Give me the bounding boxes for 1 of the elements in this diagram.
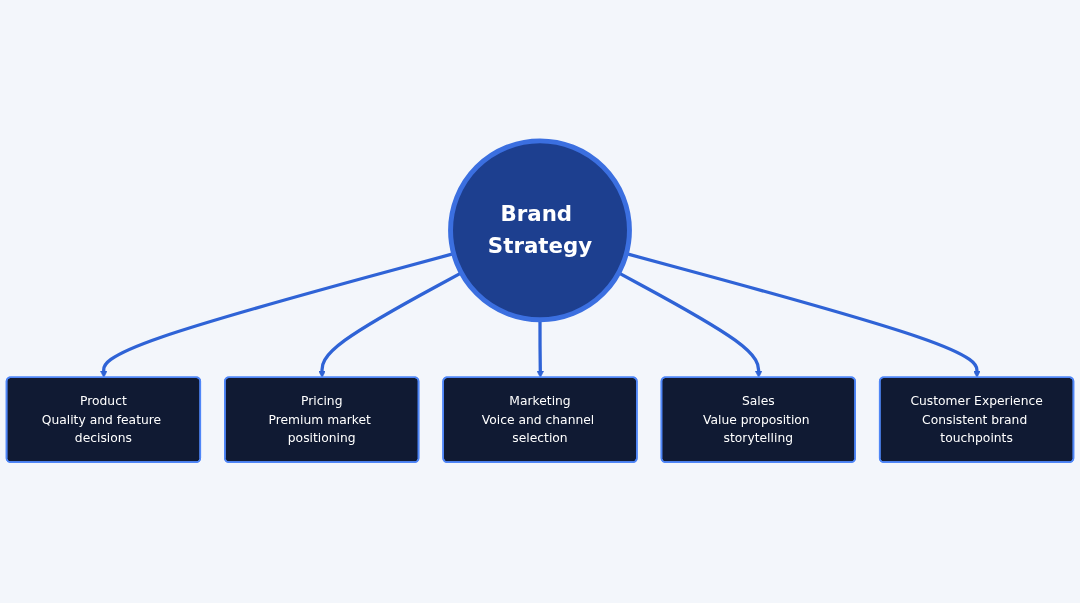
node-circle: Brand Strategy <box>448 138 632 323</box>
